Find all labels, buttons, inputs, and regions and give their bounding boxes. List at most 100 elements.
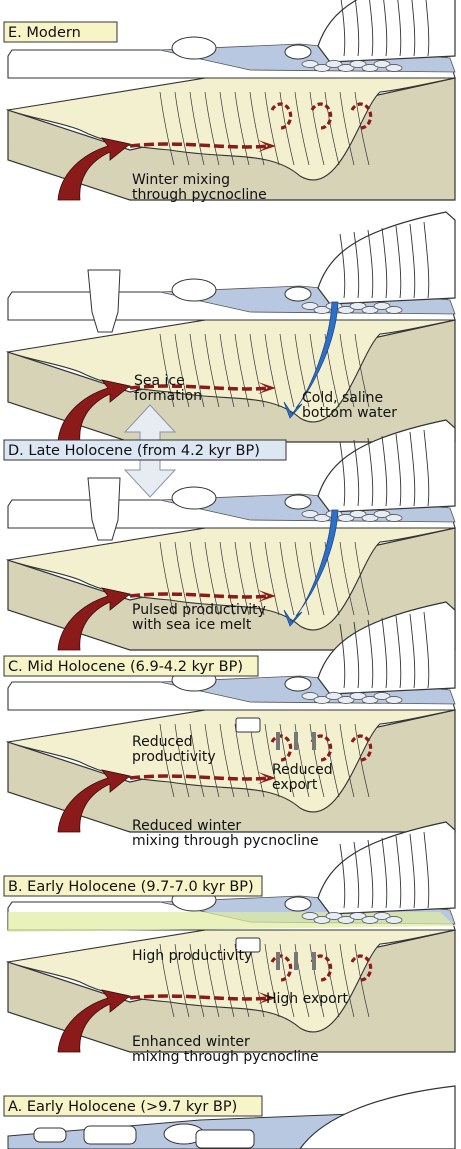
- water-mass-line: [234, 541, 250, 616]
- water-mass-line: [189, 723, 205, 798]
- scene-label-line: Winter mixing: [132, 172, 230, 188]
- water-mass-line: [354, 333, 370, 408]
- ice-crevasse: [381, 435, 388, 507]
- flow-arrowhead: [258, 140, 276, 152]
- sea-ice-floe: [361, 696, 379, 704]
- sea-ice-floe: [361, 916, 379, 924]
- sea-ice-floe: [337, 696, 355, 704]
- sea-ice-floe: [385, 696, 403, 704]
- sea-ice-floe: [349, 302, 367, 310]
- water-mass-line: [339, 91, 355, 166]
- water-mass-line: [204, 541, 220, 616]
- ice-crevasse: [381, 837, 388, 909]
- mixing-eddy: [270, 734, 293, 762]
- bottom-water-arrow: [283, 509, 339, 627]
- ice-crevasse: [395, 225, 402, 299]
- ice-crevasse: [383, 0, 388, 57]
- sea-ice-floe: [337, 514, 355, 522]
- ice-crevasse: [395, 615, 402, 689]
- water-mass-line: [204, 91, 220, 166]
- sea-ice-floe: [313, 306, 331, 314]
- water-mass-line: [204, 943, 220, 1018]
- deep-water-arrow: [57, 989, 131, 1053]
- panel-B: [5, 821, 456, 1053]
- panel-title: A. Early Holocene (>9.7 kyr BP): [8, 1099, 237, 1115]
- upwelling-flow: [129, 592, 269, 599]
- ice-crevasse: [340, 0, 346, 57]
- water-mass-line: [264, 541, 280, 616]
- ice-crevasse: [395, 433, 402, 507]
- scene-label-line: Cold, saline: [302, 390, 383, 406]
- water-mass-line: [309, 91, 325, 166]
- water-mass-line: [219, 541, 235, 616]
- scene-label-line: Sea ice: [134, 373, 185, 389]
- sea-ice-floe: [385, 916, 403, 924]
- ice-crevasse: [395, 835, 402, 909]
- ice-crevasse: [339, 843, 346, 909]
- iceberg: [171, 486, 217, 510]
- ice-crevasse: [367, 229, 374, 299]
- ice-crevasse: [367, 619, 374, 689]
- scene-label-line: productivity: [132, 749, 216, 765]
- mixing-eddy: [350, 954, 373, 982]
- scene-label-line: formation: [134, 388, 202, 404]
- water-mass-line: [339, 723, 355, 798]
- panel-title-box: [3, 655, 259, 677]
- panel-A: [7, 1085, 456, 1149]
- ice-crevasse: [409, 431, 416, 507]
- ice-crevasse: [409, 833, 416, 909]
- sea-ice-floe: [373, 510, 391, 518]
- water-mass-line: [219, 943, 235, 1018]
- sea-ice-floe: [337, 916, 355, 924]
- ice-crevasse: [353, 231, 360, 299]
- water-mass-line: [339, 541, 355, 616]
- water-mass-line: [189, 541, 205, 616]
- ice-sheet: [299, 1085, 456, 1149]
- iceberg: [284, 676, 312, 692]
- flow-arrowhead: [258, 590, 276, 602]
- water-mass-line: [174, 541, 190, 616]
- scene-label: High export: [266, 991, 348, 1007]
- ice-crevasse: [339, 441, 346, 507]
- scene-label: High productivity: [132, 948, 252, 964]
- sea-ice-floe: [385, 514, 403, 522]
- water-mass-line: [354, 723, 370, 798]
- ice-sheet: [317, 211, 456, 305]
- water-mass-line: [324, 943, 340, 1018]
- water-mass-line: [219, 91, 235, 166]
- water-mass-line: [294, 91, 310, 166]
- deep-water-arrow: [57, 769, 131, 833]
- deep-water-arrow: [57, 587, 131, 651]
- ice-crevasse: [381, 227, 388, 299]
- sea-ice-floe: [361, 306, 379, 314]
- water-mass-line: [174, 333, 190, 408]
- sea-ice-floe: [325, 60, 343, 68]
- water-mass-line: [294, 541, 310, 616]
- water-mass-line: [294, 943, 310, 1018]
- mixing-eddy: [310, 954, 333, 982]
- water-mass-line: [189, 333, 205, 408]
- ice-sheet: [317, 821, 456, 915]
- water-mass-line: [159, 333, 175, 408]
- ice-sheet: [317, 601, 456, 695]
- scene-label-line: Enhanced winter: [132, 1034, 250, 1050]
- scene-label-line: through pycnocline: [132, 187, 267, 203]
- mixing-eddy: [310, 102, 333, 130]
- sea-ice-floe: [373, 912, 391, 920]
- water-mass-line: [264, 723, 280, 798]
- ice-crevasse: [353, 841, 360, 909]
- mixing-eddy: [270, 954, 293, 982]
- scene-label-line: Pulsed productivity: [132, 602, 266, 618]
- ice-crevasse: [423, 221, 430, 299]
- water-mass-line: [264, 943, 280, 1018]
- iceberg-keel: [87, 269, 121, 333]
- flow-arrowhead: [258, 772, 276, 784]
- scene-label-line: mixing through pycnocline: [132, 1049, 319, 1065]
- water-mass-line: [264, 91, 280, 166]
- iceberg: [235, 717, 261, 733]
- ice-crevasse: [354, 0, 360, 57]
- water-mass-line: [339, 333, 355, 408]
- panel-title: E. Modern: [8, 25, 81, 41]
